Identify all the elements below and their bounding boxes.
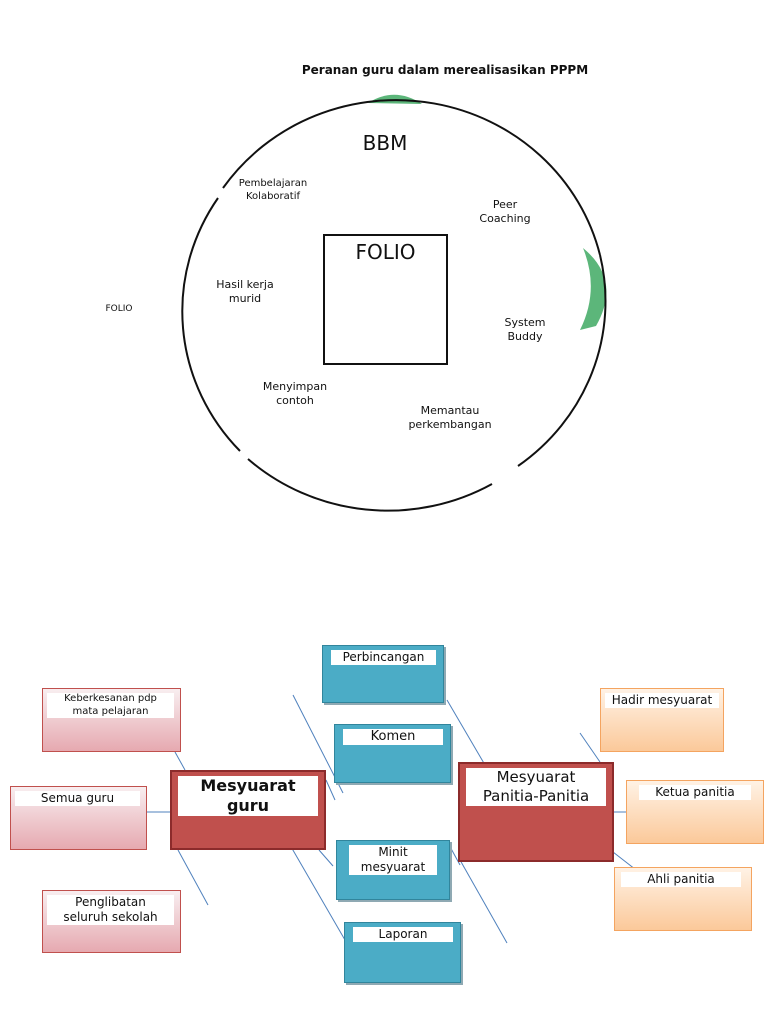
orange-box-ketua: Ketua panitia [626, 780, 764, 844]
circle-heading: BBM [362, 131, 408, 155]
teal-label-perbincangan: Perbincangan [331, 650, 436, 665]
circle-item-menyimpan: Menyimpan contoh [262, 380, 328, 408]
center-box-mesyuarat-guru: Mesyuarat guru [170, 770, 326, 850]
orange-label-ketua: Ketua panitia [639, 785, 751, 800]
circle-item-peer-coaching: Peer Coaching [479, 198, 531, 226]
center-box-mesyuarat-panitia: Mesyuarat Panitia-Panitia [458, 762, 614, 862]
pink-box-keberkesanan: Keberkesanan pdp mata pelajaran [42, 688, 181, 752]
green-blob-right [580, 248, 607, 330]
orange-label-ahli: Ahli panitia [621, 872, 741, 887]
main-circle-arc-4 [181, 197, 241, 452]
main-circle-arc-2 [517, 254, 607, 467]
orange-box-ahli: Ahli panitia [614, 867, 752, 931]
teal-label-laporan: Laporan [353, 927, 453, 942]
center-label-mesyuarat-guru: Mesyuarat guru [178, 776, 318, 816]
center-label-mesyuarat-panitia: Mesyuarat Panitia-Panitia [466, 768, 606, 806]
pink-label-keberkesanan: Keberkesanan pdp mata pelajaran [47, 693, 174, 718]
pink-box-semua-guru: Semua guru [10, 786, 147, 850]
circle-item-system-buddy: System Buddy [504, 316, 546, 344]
teal-box-perbincangan: Perbincangan [322, 645, 444, 703]
teal-box-minit: Minit mesyuarat [336, 840, 450, 900]
teal-box-komen: Komen [334, 724, 451, 783]
orange-box-hadir: Hadir mesyuarat [600, 688, 724, 752]
pink-box-penglibatan: Penglibatan seluruh sekolah [42, 890, 181, 953]
side-label: FOLIO [105, 304, 133, 314]
main-circle-arc-3 [247, 458, 493, 512]
folio-center-label: FOLIO [355, 240, 416, 264]
main-circle-arc [222, 99, 601, 256]
teal-box-laporan: Laporan [344, 922, 461, 983]
circle-item-hasil-kerja: Hasil kerja murid [216, 278, 274, 306]
teal-label-komen: Komen [343, 729, 443, 746]
pink-label-semua-guru: Semua guru [15, 791, 140, 806]
circle-item-memantau: Memantau perkembangan [408, 404, 492, 432]
teal-label-minit: Minit mesyuarat [349, 845, 437, 875]
pink-label-penglibatan: Penglibatan seluruh sekolah [47, 895, 174, 925]
circle-item-kolaboratif: Pembelajaran Kolaboratif [238, 178, 308, 202]
folio-square [323, 234, 448, 365]
page-title: Peranan guru dalam merealisasikan PPPM [301, 63, 589, 77]
orange-label-hadir: Hadir mesyuarat [605, 693, 719, 708]
